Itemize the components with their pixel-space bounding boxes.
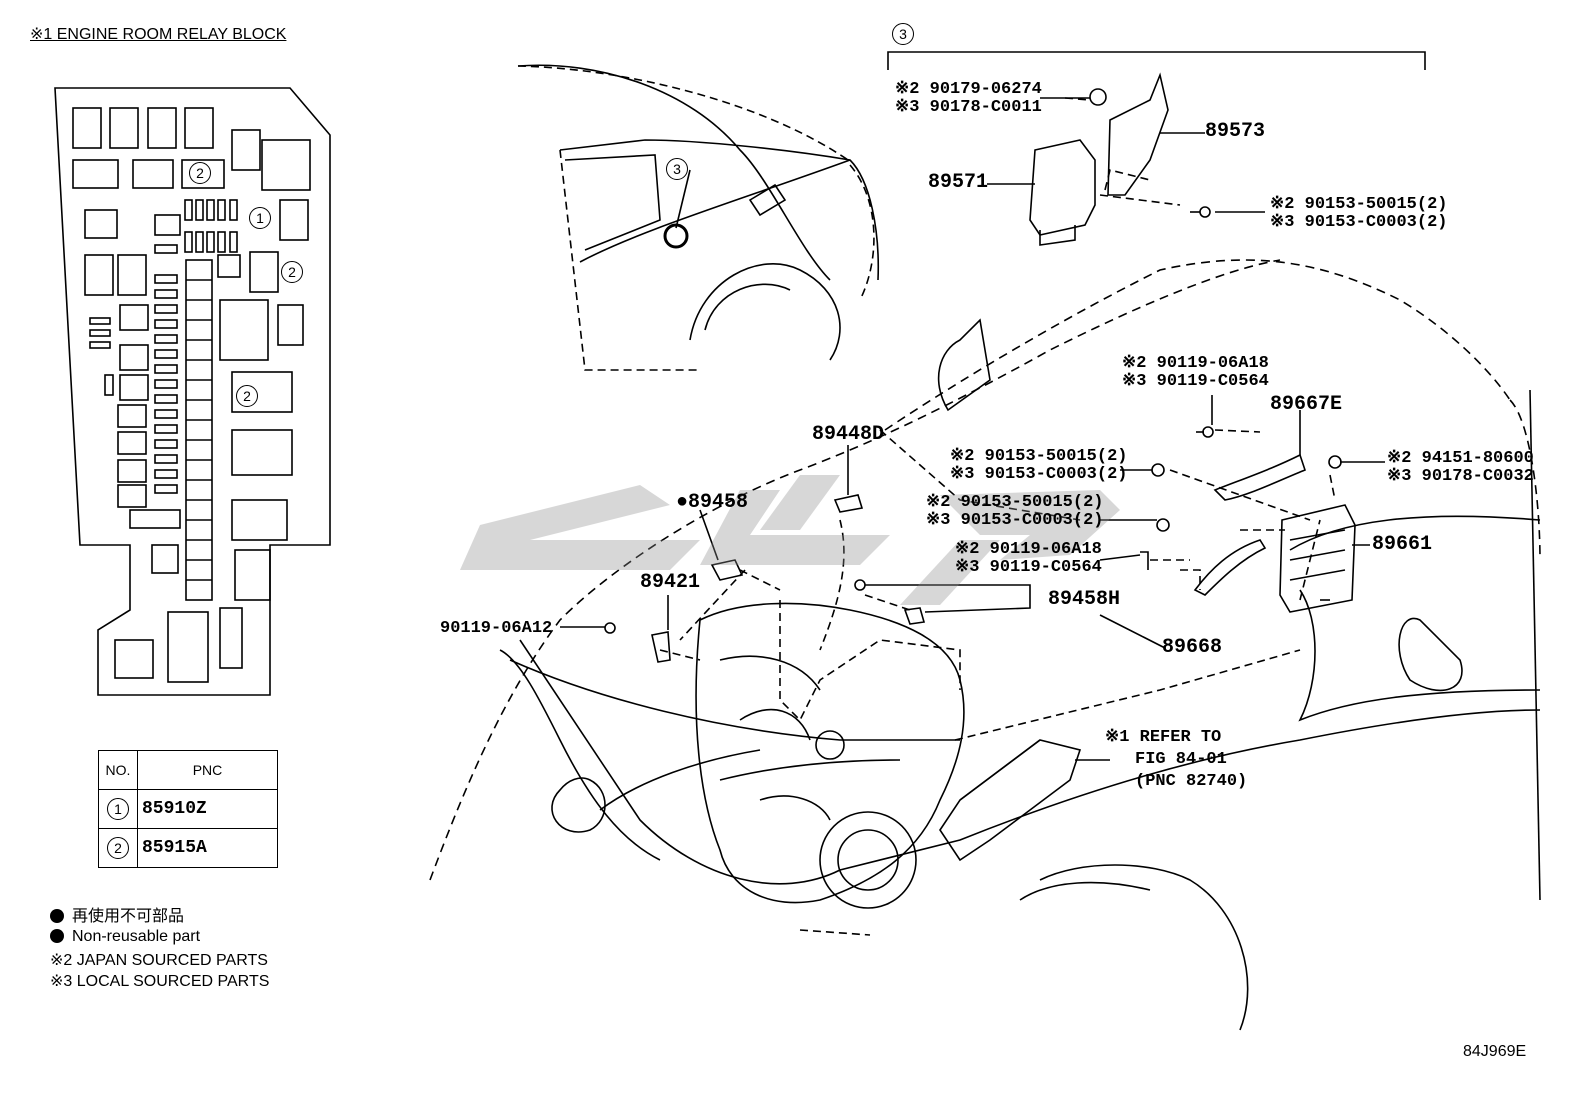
row-pnc: 85915A — [142, 838, 207, 858]
legend-en: Non-reusable part — [50, 928, 200, 946]
part-label: ※2 90153-50015(2) — [950, 447, 1128, 466]
part-label: 90119-06A12 — [440, 619, 553, 638]
part-label: 89421 — [640, 571, 701, 594]
bracket-89573 — [1107, 72, 1169, 196]
part-label: 89661 — [1372, 533, 1433, 556]
part-label: 89573 — [1205, 120, 1266, 143]
part-label: ※2 90153-50015(2) — [926, 493, 1104, 512]
part-label: ※2 90179-06274 — [895, 80, 1042, 99]
bracket-89668 — [1193, 539, 1267, 596]
part-label: FIG 84-01 — [1135, 750, 1227, 769]
part-label: ※3 90119-C0564 — [955, 558, 1102, 577]
sensor-89458 — [710, 559, 744, 581]
part-label: ※1 REFER TO — [1105, 728, 1222, 747]
row-no-circle: 1 — [107, 798, 129, 820]
callout-3-car: 3 — [666, 158, 688, 180]
relay-callout-2b: 2 — [281, 261, 303, 283]
pnc-table: NO. PNC 1 85910Z 2 85915A — [98, 750, 278, 868]
bullet-icon — [50, 909, 64, 923]
table-row: 2 85915A — [98, 828, 278, 868]
relay-callout-2a: 2 — [189, 162, 211, 184]
row-pnc: 85910Z — [142, 799, 207, 819]
relay-callout-1: 1 — [249, 207, 271, 229]
part-label: 89667E — [1270, 393, 1343, 416]
legend-note-3: ※3 LOCAL SOURCED PARTS — [50, 973, 270, 990]
ecu-89571 — [1029, 139, 1096, 236]
part-label: ※3 90153-C0003(2) — [926, 511, 1104, 530]
part-label: 89448D — [812, 423, 885, 446]
sensor-89421 — [651, 631, 671, 663]
part-label: ※2 90119-06A18 — [955, 540, 1102, 559]
part-label: ※2 90119-06A18 — [1122, 354, 1269, 373]
table-header-pnc: PNC — [137, 750, 278, 790]
relay-block-outline — [54, 87, 331, 696]
part-label: (PNC 82740) — [1135, 772, 1248, 791]
part-label: ※3 90119-C0564 — [1122, 372, 1269, 391]
legend-note-2: ※2 JAPAN SOURCED PARTS — [50, 952, 268, 969]
figure-id: 84J969E — [1463, 1043, 1527, 1060]
group-bracket — [887, 51, 1426, 70]
watermark-logo — [460, 475, 1120, 605]
part-label: 89668 — [1162, 636, 1223, 659]
part-label: 89571 — [928, 171, 989, 194]
bullet-icon — [50, 929, 64, 943]
part-label: 89458H — [1048, 588, 1121, 611]
relay-callout-2c: 2 — [236, 385, 258, 407]
part-label: ※3 90153-C0003(2) — [950, 465, 1128, 484]
part-label: ※3 90153-C0003(2) — [1270, 213, 1448, 232]
part-label: ●89458 — [676, 491, 749, 514]
relay-block-title: ※1 ENGINE ROOM RELAY BLOCK — [30, 26, 287, 43]
part-label: ※3 90178-C0032 — [1387, 467, 1534, 486]
row-no-circle: 2 — [107, 837, 129, 859]
table-row: 1 85910Z — [98, 789, 278, 829]
sensor-89448D — [833, 494, 864, 513]
part-label: ※2 90153-50015(2) — [1270, 195, 1448, 214]
ecu-89661 — [1279, 504, 1356, 613]
part-label: ※3 90178-C0011 — [895, 98, 1042, 117]
bracket-89667E — [1213, 453, 1306, 501]
callout-3-top: 3 — [892, 23, 914, 45]
legend-jp: 再使用不可部品 — [50, 902, 184, 926]
table-header-no: NO. — [98, 750, 138, 790]
part-label: ※2 94151-80600 — [1387, 449, 1534, 468]
